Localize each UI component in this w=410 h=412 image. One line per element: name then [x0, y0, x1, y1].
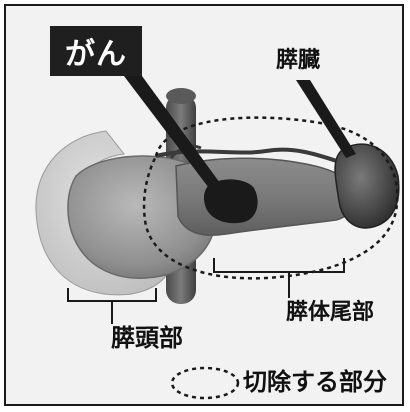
pancreatic-body-tail-label: 膵体尾部 — [286, 302, 374, 324]
cancer-label: がん — [50, 26, 142, 76]
pancreas-pointer — [296, 80, 356, 158]
diagram-frame: がん 膵臓 膵頭部 膵体尾部 切除する部分 — [4, 4, 404, 406]
legend-dotted-circle — [172, 368, 238, 398]
legend-text: 切除する部分 — [243, 370, 387, 394]
spleen-shape — [335, 144, 399, 228]
pancreatic-head-label: 膵頭部 — [111, 326, 183, 350]
pancreas-label: 膵臓 — [276, 50, 320, 72]
